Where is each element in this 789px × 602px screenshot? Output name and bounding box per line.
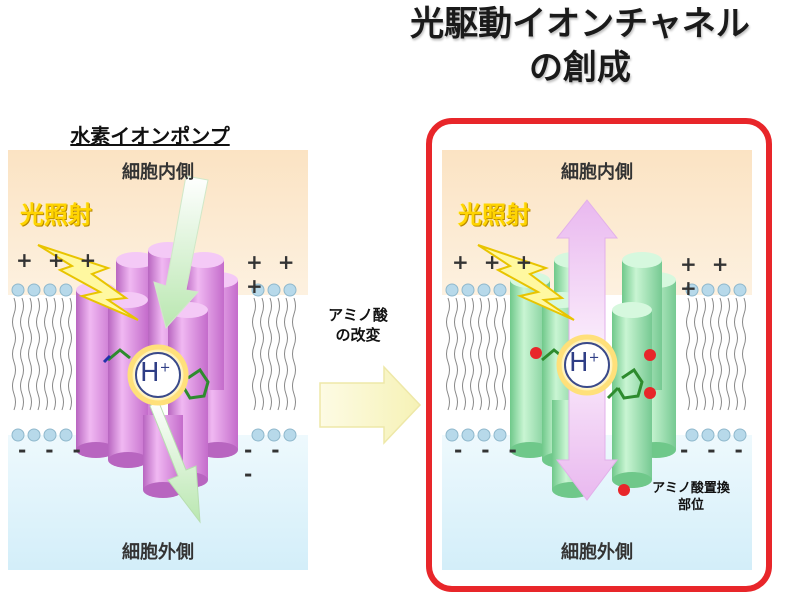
ion-symbol-right: H <box>569 348 589 378</box>
arrow-label-line-2: の改変 <box>335 326 381 344</box>
pump-panel: 細胞内側 光照射 + + + + + + - - - - - - H+ 細胞外側 <box>8 150 308 570</box>
legend-dot <box>618 484 630 496</box>
ion-label-right: H+ <box>569 348 599 378</box>
ion-charge-left: + <box>159 360 171 376</box>
minus-charges-right: - - - <box>454 438 523 462</box>
ion-charge-right: + <box>588 350 600 366</box>
proton-entry-arrow <box>153 175 209 330</box>
proton-exit-arrow <box>149 399 201 524</box>
minus-charges-left-2: - - - <box>244 438 286 486</box>
channel-panel: 細胞内側 光照射 + + + + + + - - - - - - H+ アミノ酸… <box>442 150 752 570</box>
light-label-right: 光照射 <box>458 201 530 229</box>
proton-ion <box>127 344 189 406</box>
title-line-2: の創成 <box>529 48 631 88</box>
plus-charges-right-2: + + + <box>680 252 733 300</box>
legend-line-1: アミノ酸置換 <box>652 481 730 496</box>
outside-label-left: 細胞外側 <box>122 542 194 563</box>
proton-ion-right <box>556 334 618 396</box>
pump-subtitle: 水素イオンポンプ <box>70 124 230 148</box>
pump-diagram <box>8 150 308 570</box>
mutation-sites <box>530 347 656 399</box>
inside-label-right: 細胞内側 <box>561 162 633 183</box>
page-title: 光駆動イオンチャネル の創成 <box>380 2 780 90</box>
plus-charges-left: + + + <box>16 248 101 272</box>
ion-label-left: H+ <box>140 358 170 388</box>
channel-highlight-frame <box>426 118 772 592</box>
mutation-legend: アミノ酸置換 部位 <box>636 480 746 514</box>
inside-label-left: 細胞内側 <box>122 162 194 183</box>
title-line-1: 光駆動イオンチャネル <box>410 4 750 44</box>
minus-charges-right-2: - - - <box>680 438 749 462</box>
arrow-label-line-1: アミノ酸 <box>328 306 388 324</box>
outside-label-right: 細胞外側 <box>561 542 633 563</box>
modification-arrow <box>319 365 422 445</box>
arrow-label: アミノ酸 の改変 <box>318 305 398 345</box>
lipid-bilayer-right <box>445 283 747 442</box>
light-label-left: 光照射 <box>20 201 92 229</box>
lightning-icon <box>37 244 139 321</box>
legend-line-2: 部位 <box>677 498 704 513</box>
lightning-icon-right <box>477 244 575 321</box>
channel-diagram <box>442 150 752 570</box>
minus-charges-left: - - - <box>18 438 87 462</box>
plus-charges-right: + + + <box>452 250 537 274</box>
lipid-bilayer-left <box>11 283 297 442</box>
plus-charges-left-2: + + + <box>246 250 299 298</box>
ion-symbol-left: H <box>140 358 160 388</box>
